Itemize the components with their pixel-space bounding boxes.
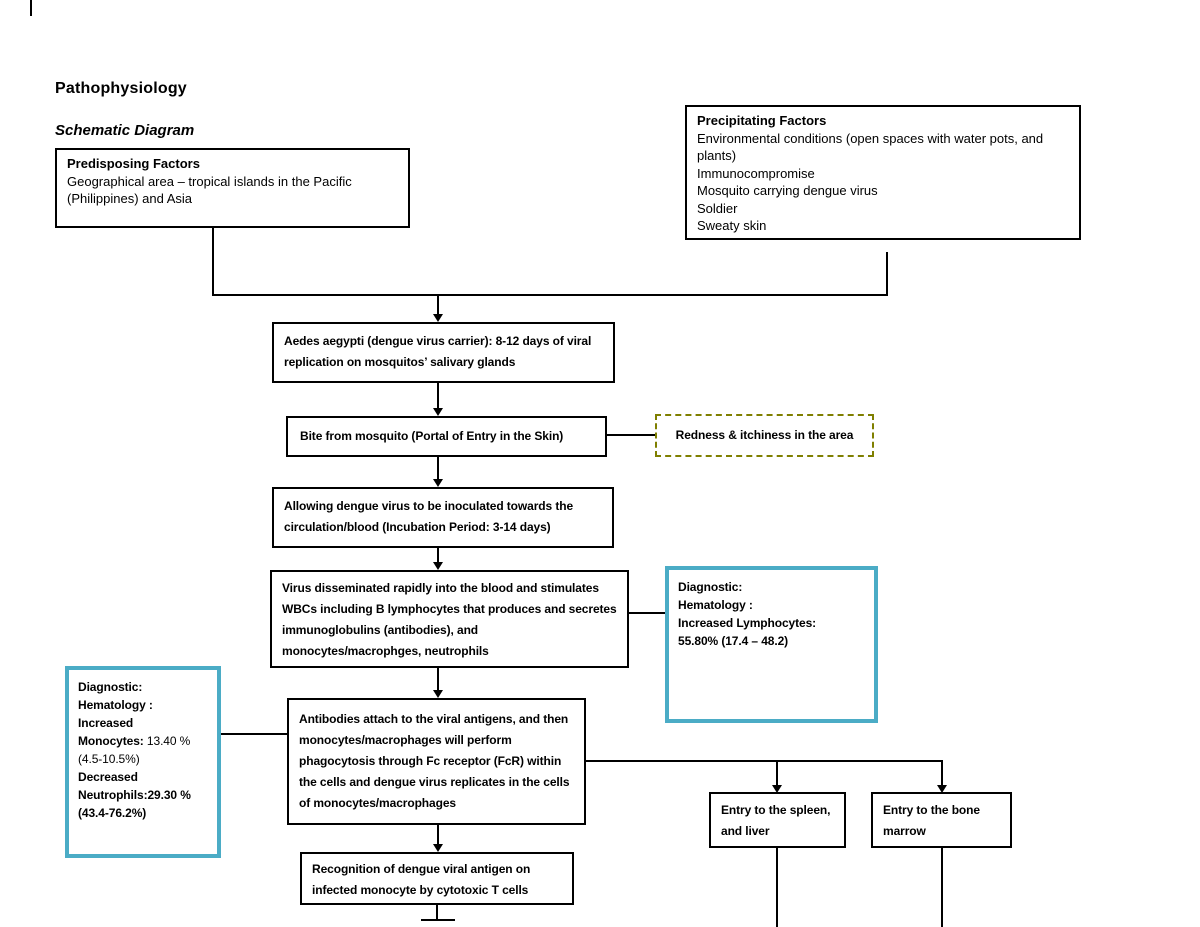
predisposing-body: Geographical area – tropical islands in …: [67, 173, 352, 207]
diag-mono-monocytes-value: 13.40 %(4.5-10.5%): [78, 734, 191, 766]
precipitating-item-mosquito: Mosquito carrying dengue virus: [697, 183, 878, 198]
precipitating-heading: Precipitating Factors: [697, 113, 827, 128]
connector-recognition-tick: [421, 919, 455, 921]
connector-recognition-down: [436, 905, 438, 921]
diag-lymph-line-4: 55.80% (17.4 – 48.2): [678, 634, 789, 648]
diagnostic-monocytes-box: Diagnostic: Hematology : Increased Monoc…: [65, 666, 221, 858]
predisposing-factors-box: Predisposing Factors Geographical area –…: [55, 148, 410, 228]
recognition-text: Recognition of dengue viral antigen on i…: [312, 862, 531, 897]
diag-mono-neutrophils: Neutrophils:29.30 %(43.4-76.2%): [78, 788, 191, 820]
entry-bone-marrow-text: Entry to the bone marrow: [883, 803, 980, 838]
connector-dissemination-antibodies: [437, 668, 439, 690]
section-subtitle: Schematic Diagram: [55, 122, 195, 139]
connector-join-horizontal: [212, 294, 888, 296]
bite-box: Bite from mosquito (Portal of Entry in t…: [286, 416, 607, 457]
aedes-aegypti-text: Aedes aegypti (dengue virus carrier): 8-…: [284, 334, 592, 369]
arrowhead-spleen: [772, 785, 782, 793]
dissemination-text: Virus disseminated rapidly into the bloo…: [282, 581, 617, 658]
connector-bite-redness: [606, 434, 655, 436]
dissemination-box: Virus disseminated rapidly into the bloo…: [270, 570, 629, 668]
precipitating-factors-box: Precipitating Factors Environmental cond…: [685, 105, 1081, 240]
page-edge-mark: [30, 0, 32, 16]
connector-to-aedes: [437, 294, 439, 315]
connector-antibodies-recognition: [437, 825, 439, 845]
precipitating-item-environment: Environmental conditions (open spaces wi…: [697, 130, 1044, 164]
precipitating-item-immunocompromise: Immunocompromise: [697, 165, 815, 181]
arrowhead-antibodies: [433, 690, 443, 698]
connector-predisposing-down: [212, 228, 214, 296]
connector-antibodies-entries: [586, 760, 943, 762]
diag-lymph-line-1: Diagnostic:: [678, 580, 743, 594]
page-title: Pathophysiology: [55, 80, 187, 97]
connector-bite-inoculation: [437, 457, 439, 480]
arrowhead-bite: [433, 408, 443, 416]
diag-mono-monocytes-label: Monocytes:: [78, 734, 144, 748]
connector-aedes-bite: [437, 383, 439, 409]
precipitating-item-sweaty-skin: Sweaty skin: [697, 218, 767, 233]
arrowhead-dissemination: [433, 562, 443, 570]
connector-to-spleen: [776, 760, 778, 786]
diag-lymph-line-3: Increased Lymphocytes:: [678, 616, 817, 630]
antibodies-text: Antibodies attach to the viral antigens,…: [299, 712, 570, 810]
diag-mono-monocytes-line: Monocytes: 13.40 %(4.5-10.5%): [78, 732, 208, 768]
diag-mono-diagnostic: Diagnostic:: [78, 680, 143, 694]
diag-mono-increased: Increased: [78, 716, 134, 730]
connector-dissemination-diagnostic: [629, 612, 665, 614]
connector-spleen-down: [776, 848, 778, 927]
arrowhead-bone-marrow: [937, 785, 947, 793]
connector-inoculation-dissemination: [437, 548, 439, 563]
inoculation-box: Allowing dengue virus to be inoculated t…: [272, 487, 614, 548]
precipitating-item-soldier: Soldier: [697, 200, 738, 216]
arrowhead-recognition: [433, 844, 443, 852]
inoculation-text: Allowing dengue virus to be inoculated t…: [284, 499, 574, 534]
antibodies-box: Antibodies attach to the viral antigens,…: [287, 698, 586, 825]
entry-bone-marrow-box: Entry to the bone marrow: [871, 792, 1012, 848]
bite-text: Bite from mosquito (Portal of Entry in t…: [300, 429, 564, 443]
entry-spleen-text: Entry to the spleen, and liver: [721, 803, 831, 838]
connector-to-bone-marrow: [941, 760, 943, 786]
connector-bone-marrow-down: [941, 848, 943, 927]
connector-diagnostic-antibodies: [221, 733, 287, 735]
redness-box: Redness & itchiness in the area: [655, 414, 874, 457]
diag-mono-hematology: Hematology :: [78, 698, 153, 712]
diag-lymph-line-2: Hematology :: [678, 598, 753, 612]
diag-mono-decreased: Decreased: [78, 770, 138, 784]
connector-precipitating-down: [886, 252, 888, 296]
recognition-box: Recognition of dengue viral antigen on i…: [300, 852, 574, 905]
entry-spleen-box: Entry to the spleen, and liver: [709, 792, 846, 848]
arrowhead-aedes: [433, 314, 443, 322]
predisposing-heading: Predisposing Factors: [67, 156, 200, 171]
arrowhead-inoculation: [433, 479, 443, 487]
diagnostic-lymphocytes-box: Diagnostic: Hematology : Increased Lymph…: [665, 566, 878, 723]
aedes-aegypti-box: Aedes aegypti (dengue virus carrier): 8-…: [272, 322, 615, 383]
redness-text: Redness & itchiness in the area: [675, 428, 854, 442]
